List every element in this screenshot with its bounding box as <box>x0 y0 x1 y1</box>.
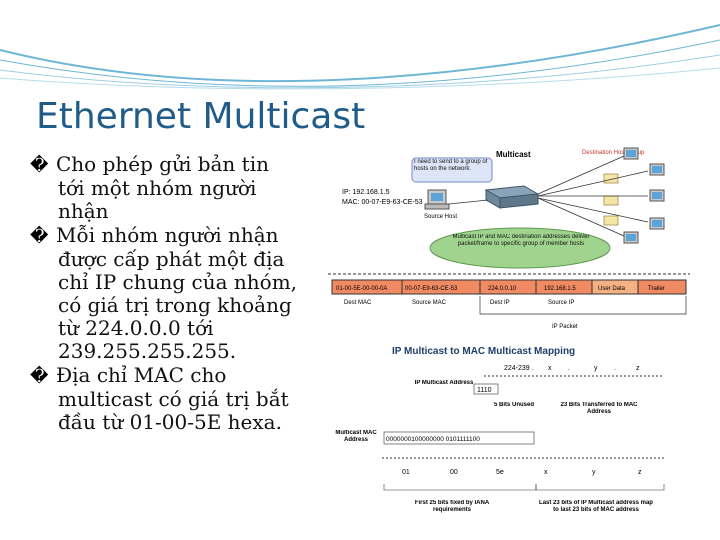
ellipse-text: Multicast IP and MAC destination address… <box>452 234 590 247</box>
first-25-bracket <box>383 484 537 491</box>
bullet-text: Cho phép gửi bản tin tới một nhóm người … <box>56 152 269 223</box>
mac-bits: 0000000100000000 0101111100 <box>386 436 480 443</box>
top-z: z <box>636 365 640 372</box>
last-23-bracket <box>535 484 665 491</box>
computer-icon <box>424 189 450 210</box>
bullet-text: Địa chỉ MAC cho multicast có giá trị bắt… <box>56 363 289 434</box>
bottom-value-01: 01 <box>402 469 410 476</box>
bullet-list: � Cho phép gửi bản tin tới một nhóm người… <box>30 153 300 435</box>
ip-packet-label: IP Packet <box>552 324 578 330</box>
bullet-item: � Cho phép gửi bản tin tới một nhóm người… <box>30 153 300 223</box>
source-ip-label: IP: 192.168.1.5 <box>342 189 390 196</box>
ip-bits-box <box>473 383 499 395</box>
multicast-mac-label: Multicast MAC Address <box>335 430 377 443</box>
source-mac-field-label: Source MAC <box>412 300 447 306</box>
top-value-224: 224-239 <box>504 365 530 372</box>
multicast-label: Multicast <box>496 150 531 159</box>
bullet-text: Mỗi nhóm người nhận được cấp phát một đị… <box>56 223 298 363</box>
bullet-marker: � <box>30 226 49 247</box>
destination-group-label: Destination Host Group <box>582 150 645 156</box>
envelope-icon <box>603 173 619 226</box>
bottom-value-z: z <box>638 469 642 476</box>
unused-bits-label: 5 Bits Unused <box>493 402 534 408</box>
bottom-value-00: 00 <box>450 469 458 476</box>
top-x: x <box>548 365 552 372</box>
frame-user-data: User Data <box>598 286 626 292</box>
bottom-value-5e: 5e <box>496 469 504 476</box>
header-wave-decoration <box>0 24 720 90</box>
source-host-label: Source Host <box>424 214 457 220</box>
frame-dest-mac: 01-00-5E-00-00-0A <box>336 286 387 292</box>
multicast-figure: Multicast Destination Host Group I need … <box>328 147 690 513</box>
top-dot: . <box>532 365 534 372</box>
callout-box <box>411 157 493 183</box>
frame-trailer: Trailer <box>648 286 665 292</box>
slide-title: Ethernet Multicast <box>36 96 366 137</box>
frame-source-ip: 192.168.1.5 <box>544 286 576 292</box>
source-mac-label: MAC: 00-07-E9-63-CE-53 <box>342 199 423 206</box>
bullet-item: � Địa chỉ MAC cho multicast có giá trị bắ… <box>30 364 300 434</box>
ethernet-frame <box>331 279 687 295</box>
frame-dest-ip: 224.0.0.10 <box>488 286 517 292</box>
switch-icon <box>484 185 540 209</box>
frame-source-mac: 00-07-E9-63-CE-53 <box>405 286 458 292</box>
source-ip-field-label: Source IP <box>548 300 574 306</box>
bottom-value-x: x <box>544 469 548 476</box>
top-dot: . <box>614 365 616 372</box>
bullet-marker: � <box>30 155 49 176</box>
info-ellipse <box>429 227 611 269</box>
top-y: y <box>594 365 598 372</box>
bullet-item: � Mỗi nhóm người nhận được cấp phát một đ… <box>30 224 300 363</box>
ip-packet-bracket <box>479 296 687 315</box>
bottom-value-y: y <box>592 469 596 476</box>
transferred-bits-label: 23 Bits Transferred to MAC Address <box>560 402 638 415</box>
last-23-bits-label: Last 23 bits of IP Multicast address map… <box>539 500 653 513</box>
dest-mac-label: Dest MAC <box>344 300 372 306</box>
bullet-marker: � <box>30 366 49 387</box>
first-25-bits-label: First 25 bits fixed by IANA requirements <box>414 500 490 513</box>
destination-computer-icon <box>623 147 665 244</box>
callout-text: I need to send to a group of hosts on th… <box>414 159 488 172</box>
mac-bits-box <box>383 431 535 445</box>
top-dot: . <box>568 365 570 372</box>
dest-ip-label: Dest IP <box>490 300 510 306</box>
ip-multicast-label: IP Multicast Address <box>414 380 474 386</box>
ip-bits: 1110 <box>477 387 492 394</box>
mapping-title: IP Multicast to MAC Multicast Mapping <box>392 346 575 357</box>
